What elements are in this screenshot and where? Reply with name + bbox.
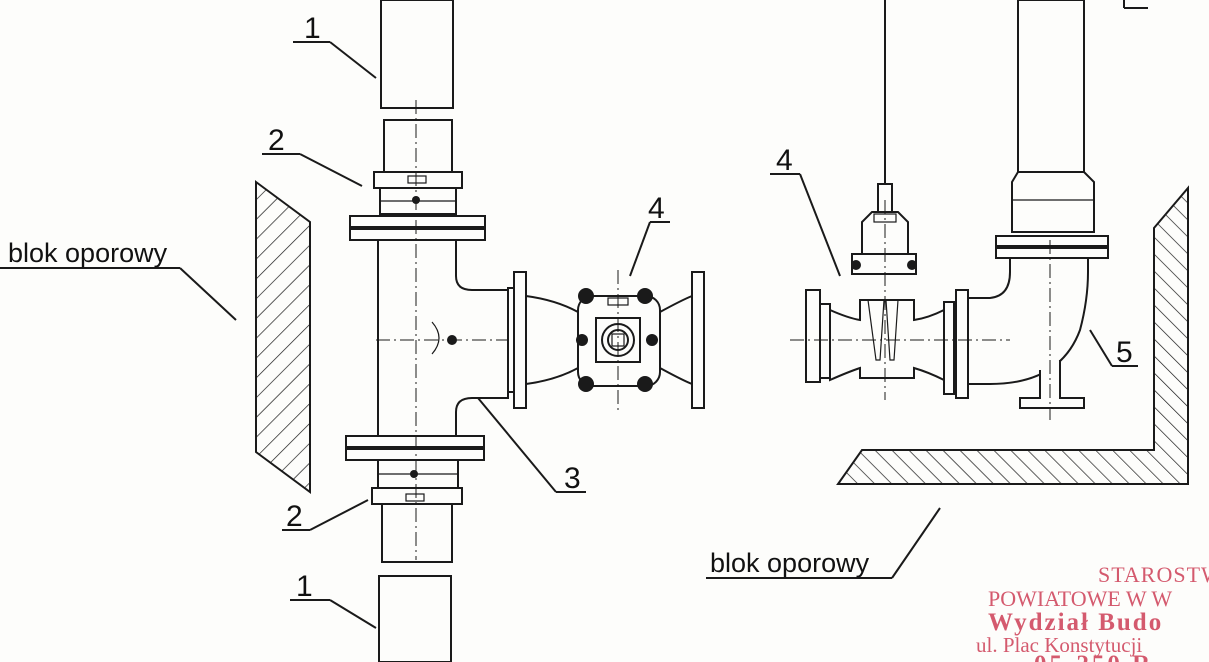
- coupling-bottom: [371, 459, 463, 505]
- pipe-top: [380, 0, 454, 109]
- pipe-stub-bottom: [381, 503, 453, 563]
- leader-lines: [0, 0, 1148, 629]
- tee-body: [377, 239, 509, 437]
- stamp-line-5: 05-250 R: [1034, 651, 1153, 662]
- label-tee: 3: [564, 462, 581, 495]
- pipe-stub-top: [383, 119, 453, 173]
- pipe-vertical-right: [1017, 0, 1085, 173]
- labels: 1 2 4 3 2 1 blok oporowy 4 5 blok oporow…: [8, 12, 1133, 603]
- label-pipe-bottom: 1: [296, 570, 313, 603]
- label-elbow: 5: [1116, 336, 1133, 369]
- label-coupling-bottom: 2: [286, 500, 303, 533]
- thrust-block-left: [255, 180, 311, 494]
- label-valve-right: 4: [776, 144, 793, 177]
- flange-elbow-side: [955, 289, 969, 399]
- label-pipe-top: 1: [304, 12, 321, 45]
- stamp-line-1: STAROSTW: [1098, 562, 1209, 587]
- pipe-bottom: [378, 575, 452, 662]
- label-thrust-block-right: blok oporowy: [710, 548, 870, 578]
- right-assembly: [790, 0, 1109, 420]
- valve-plan-view: [525, 270, 705, 410]
- label-thrust-block-left: blok oporowy: [8, 238, 168, 268]
- flange-elbow-top: [995, 235, 1109, 247]
- stamp-line-2: POWIATOWE W W: [988, 586, 1172, 611]
- valve-side-view: [790, 0, 1010, 400]
- official-stamp: STAROSTW POWIATOWE W W Wydział Budo ul. …: [976, 562, 1209, 662]
- flange-top: [349, 215, 486, 228]
- coupling-top: [373, 171, 463, 215]
- label-valve-left: 4: [648, 192, 665, 225]
- thrust-block-right: [836, 185, 1189, 485]
- elbow: [967, 257, 1089, 385]
- stamp-line-3: Wydział Budo: [988, 609, 1163, 636]
- flange-bottom: [345, 435, 485, 448]
- label-coupling-top: 2: [268, 124, 285, 157]
- left-assembly: [345, 0, 705, 662]
- stamp-line-4: ul. Plac Konstytucji: [976, 633, 1142, 657]
